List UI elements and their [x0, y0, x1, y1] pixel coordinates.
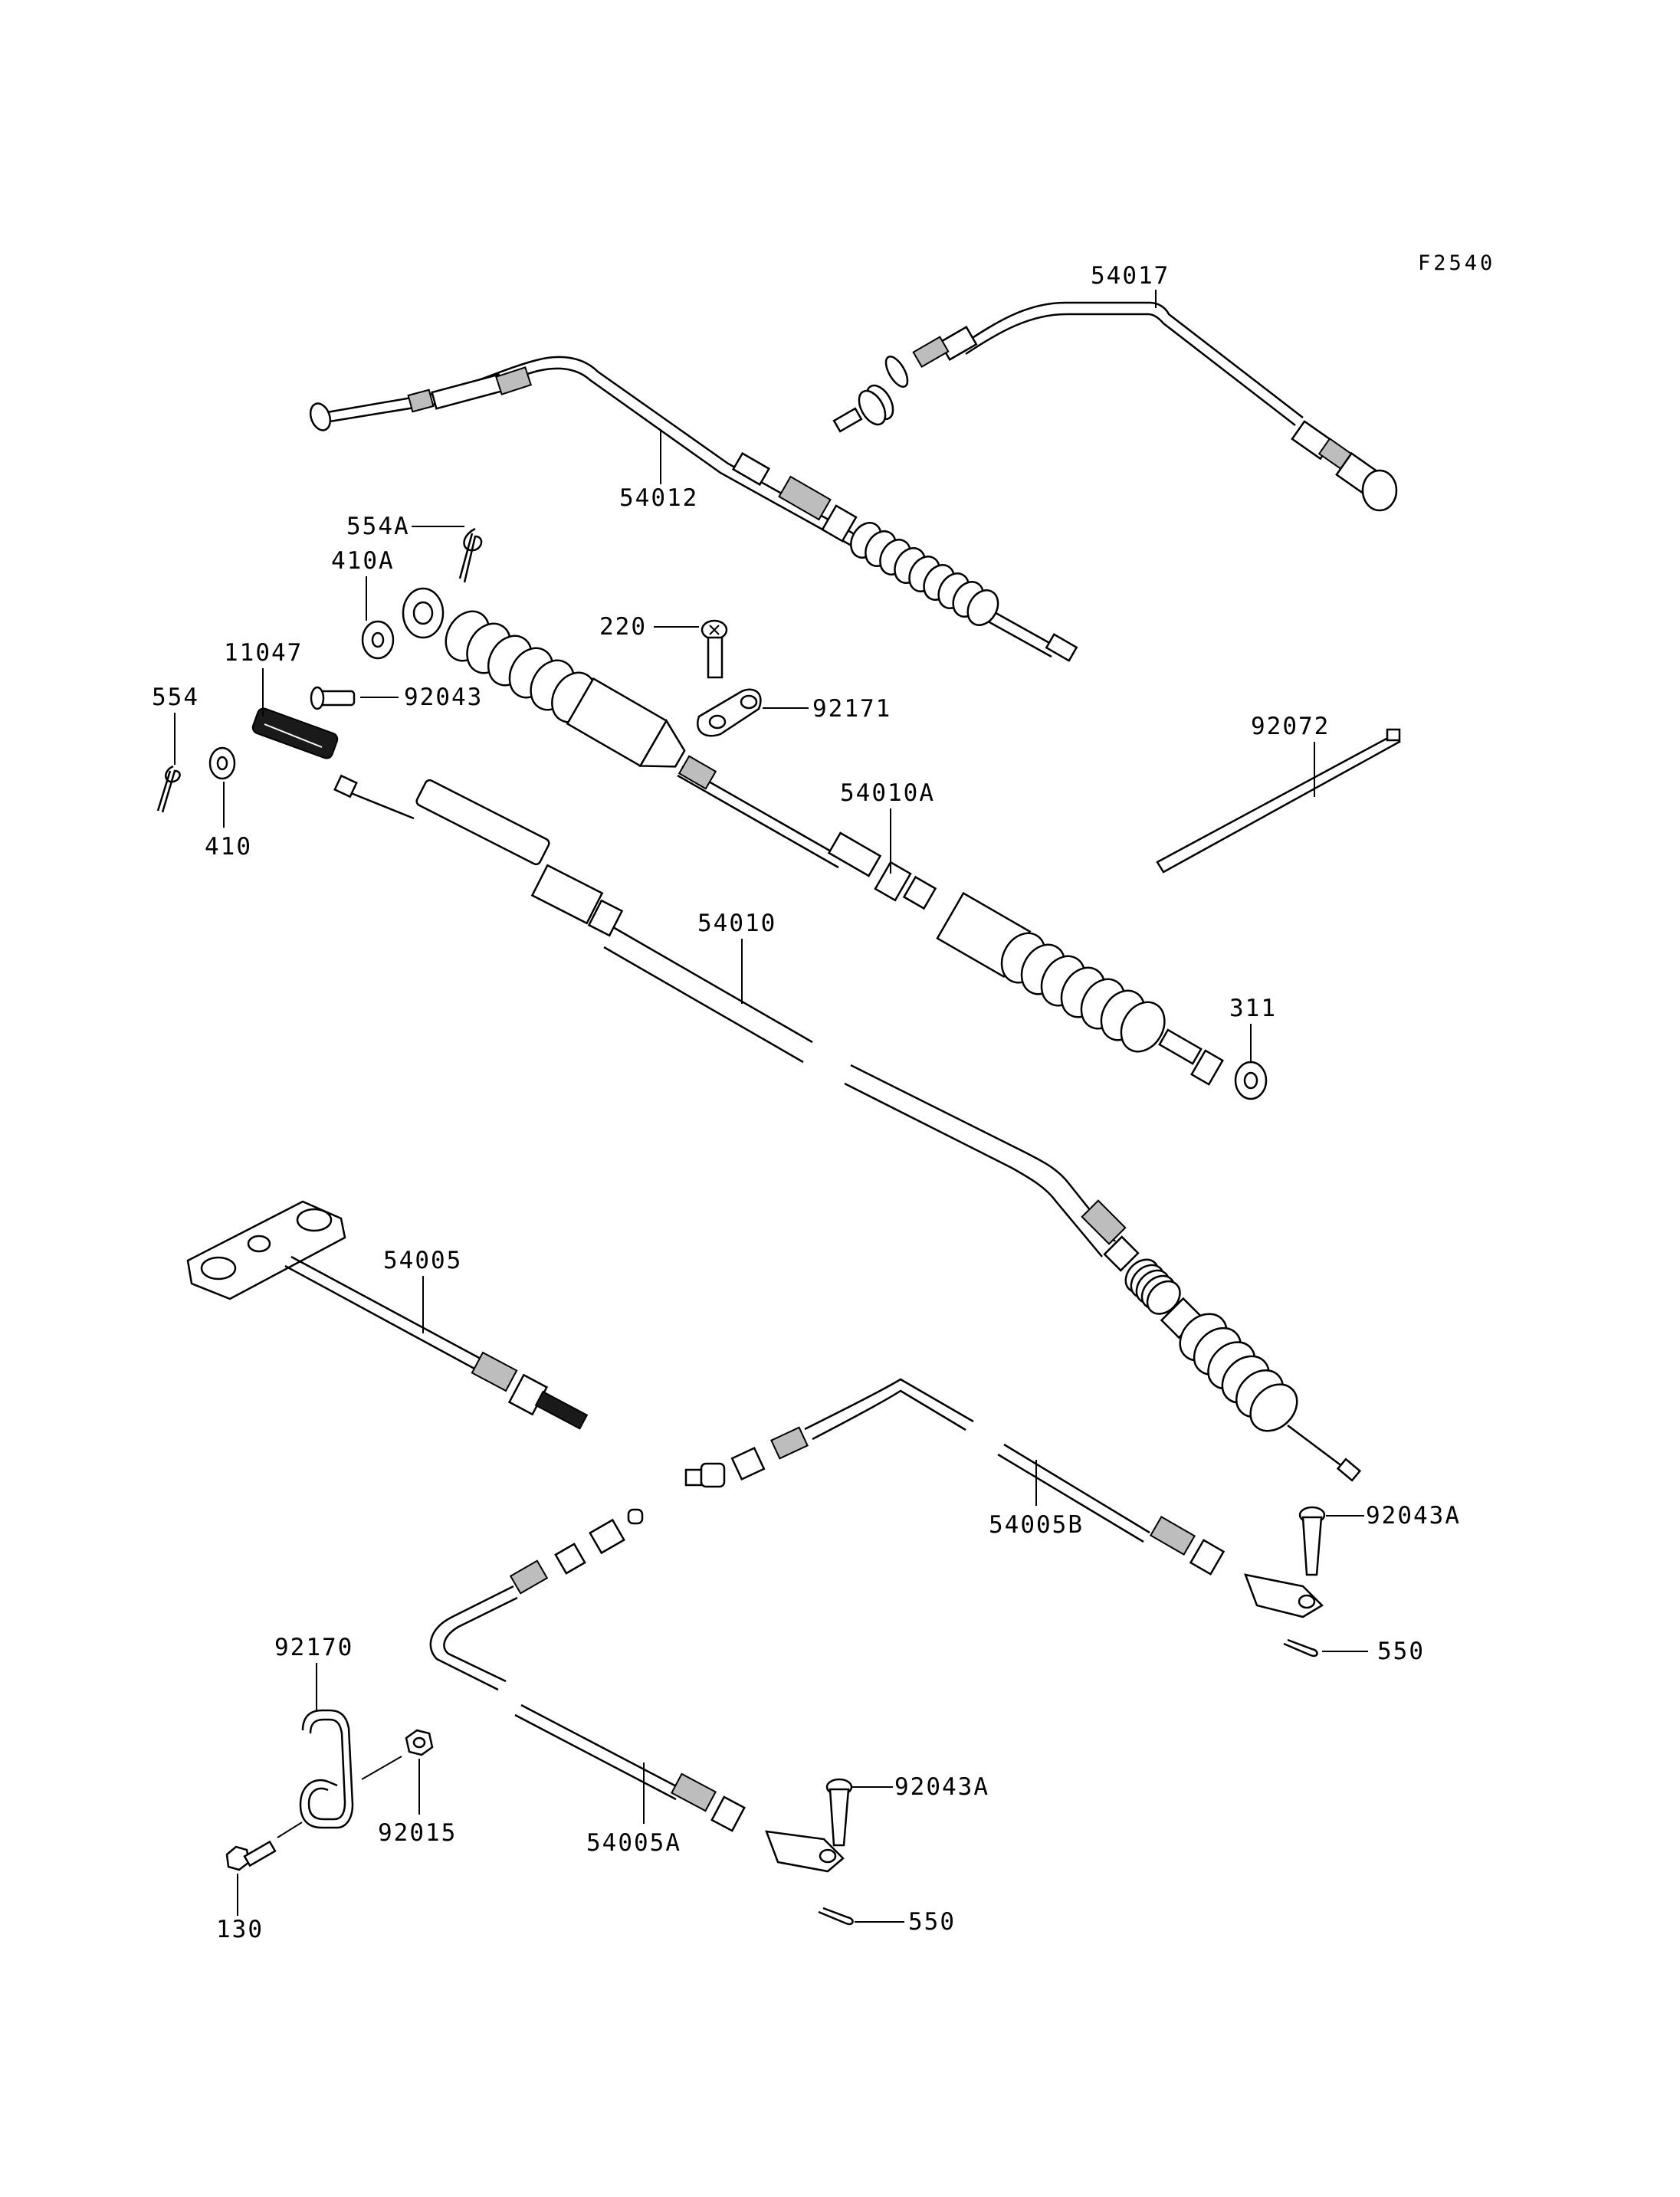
pin-92043	[310, 686, 356, 710]
callout-54005A: 54005A	[586, 1829, 681, 1857]
callout-54005: 54005	[383, 1247, 462, 1274]
cable-tie-92072	[1156, 728, 1401, 874]
cable-54005	[186, 1200, 589, 1430]
figure-code: F2540	[1418, 251, 1495, 275]
cable-54010	[333, 774, 1362, 1482]
cable-54005B	[684, 1378, 1324, 1618]
callout-54012: 54012	[619, 484, 698, 512]
callout-54017: 54017	[1091, 262, 1170, 290]
callout-54005B: 54005B	[989, 1511, 1084, 1539]
callout-92043A-lower: 92043A	[894, 1773, 989, 1801]
screw-220	[701, 619, 728, 679]
cotter-pin-554	[156, 765, 181, 813]
callout-311: 311	[1229, 995, 1277, 1022]
callout-550-upper: 550	[1377, 1638, 1425, 1665]
callout-410: 410	[205, 833, 252, 861]
bracket-11047	[251, 707, 339, 759]
nut-311	[1234, 1061, 1268, 1100]
clevis-pin-92043A-lower	[825, 1778, 853, 1847]
callout-550-lower: 550	[908, 1908, 956, 1936]
callout-410A: 410A	[331, 547, 395, 575]
cable-54017	[832, 301, 1398, 512]
cotter-pin-554A	[458, 527, 483, 583]
callout-54010A: 54010A	[840, 779, 935, 807]
bolt-130	[225, 1840, 277, 1871]
cotter-pin-550-upper	[1283, 1638, 1318, 1658]
callout-92170: 92170	[274, 1634, 353, 1661]
clamp-92171	[697, 688, 762, 737]
leader-130-bracket	[277, 1822, 303, 1838]
cotter-pin-550-lower	[818, 1907, 854, 1926]
cable-54010A	[402, 587, 1224, 1086]
callout-54010: 54010	[697, 910, 776, 937]
callout-554A: 554A	[346, 513, 410, 540]
callout-220: 220	[599, 613, 647, 641]
nut-92015	[405, 1729, 434, 1756]
callout-92043A-upper: 92043A	[1366, 1502, 1461, 1530]
bracket-92170	[299, 1709, 354, 1829]
callout-92015: 92015	[378, 1819, 457, 1847]
callout-11047: 11047	[224, 639, 303, 667]
callout-92171: 92171	[812, 695, 891, 723]
leader-92015-bracket	[361, 1756, 402, 1780]
cable-54005A	[429, 1508, 845, 1873]
callout-554: 554	[152, 684, 199, 711]
washer-410	[208, 746, 236, 780]
callout-92072: 92072	[1251, 713, 1330, 740]
washer-410A	[361, 620, 395, 660]
cable-54012	[309, 356, 1078, 662]
callout-92043: 92043	[404, 684, 483, 711]
callout-130: 130	[216, 1916, 264, 1943]
clevis-pin-92043A-upper	[1298, 1506, 1326, 1576]
